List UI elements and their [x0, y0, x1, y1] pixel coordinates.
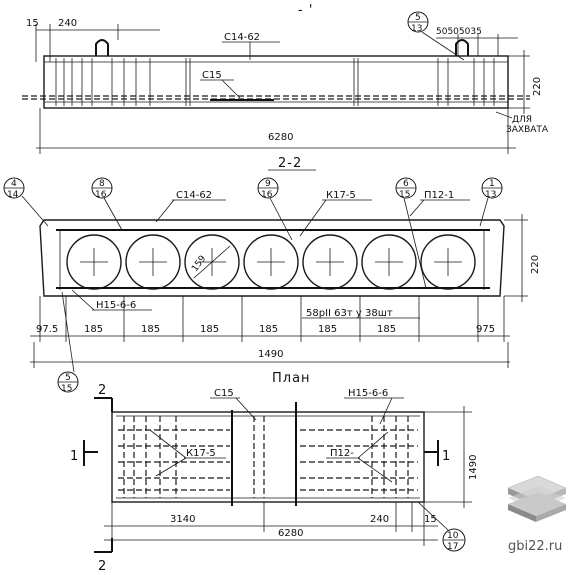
- svg-text:16: 16: [95, 190, 107, 200]
- elevation-dim-240: 240: [58, 18, 77, 29]
- elevation-rebar-c14: С14-62: [224, 32, 260, 43]
- plan-dim-3140: 3140: [170, 514, 195, 525]
- svg-text:13: 13: [411, 24, 422, 34]
- svg-text:8: 8: [99, 179, 105, 189]
- section-view: 2-2: [3, 156, 541, 394]
- section-rebar-p12: П12-1: [424, 190, 454, 201]
- bubble-5-13: 5 13: [407, 11, 465, 61]
- elevation-dim-220: 220: [532, 77, 543, 96]
- spacing-7: 975: [476, 324, 495, 335]
- plan-rebar-k17: К17-5: [186, 448, 216, 459]
- bubble-1-13: 1 13: [479, 177, 503, 227]
- stack-logo-icon: [507, 475, 567, 522]
- elevation-rebar-c15: С15: [202, 70, 222, 81]
- bubble-5-15: 5 15: [57, 291, 79, 394]
- plan-dim-1490: 1490: [468, 455, 479, 480]
- svg-text:5: 5: [415, 13, 421, 23]
- lifting-loop-right: [455, 39, 469, 56]
- spacing-0: 97.5: [36, 324, 58, 335]
- plan-title: План: [272, 371, 311, 386]
- bubble-4-14: 4 14: [3, 177, 49, 227]
- bubble-8-16: 8 16: [91, 177, 123, 231]
- svg-text:10: 10: [447, 531, 459, 541]
- bubble-10-17: 10 17: [417, 501, 466, 552]
- svg-text:5: 5: [65, 373, 71, 383]
- plan-rebar-n15: Н15-6-6: [348, 388, 388, 399]
- plan-dim-240: 240: [370, 514, 389, 525]
- section-dim-220: 220: [530, 255, 541, 274]
- elevation-note-2: ЗАХВАТА: [506, 125, 549, 135]
- plan-slab-outline: [111, 411, 425, 503]
- svg-text:15: 15: [399, 190, 410, 200]
- section-rebar-c14: С14-62: [176, 190, 212, 201]
- spacing-6: 185: [377, 324, 396, 335]
- svg-text:13: 13: [485, 190, 496, 200]
- spacing-5: 185: [318, 324, 337, 335]
- elevation-view: - ' 15 240: [22, 3, 549, 154]
- watermark-text: gbi22.ru: [508, 539, 562, 554]
- section-hole-dia: 159: [190, 254, 208, 274]
- section-slab-outline: [39, 219, 505, 297]
- elevation-slab-outline: [43, 55, 509, 109]
- svg-text:4: 4: [11, 179, 17, 189]
- plan-rebar-p12: П12-: [330, 448, 354, 459]
- svg-text:1: 1: [489, 179, 495, 189]
- spacing-4: 185: [259, 324, 278, 335]
- svg-text:16: 16: [261, 190, 273, 200]
- elevation-dim-15: 15: [26, 18, 39, 29]
- watermark: gbi22.ru: [507, 475, 567, 554]
- bubble-9-16: 9 16: [257, 177, 293, 241]
- spacing-2: 185: [141, 324, 160, 335]
- plan-void-lines: [118, 429, 418, 491]
- plan-dim-15: 15: [424, 514, 437, 525]
- plan-rebar-c15: С15: [214, 388, 234, 399]
- elevation-dim-6280: 6280: [268, 132, 293, 143]
- spacing-1: 185: [84, 324, 103, 335]
- svg-text:6: 6: [403, 179, 409, 189]
- plan-frames: [123, 402, 409, 506]
- plan-dim-6280: 6280: [278, 528, 303, 539]
- svg-text:15: 15: [61, 384, 72, 394]
- section-rebar-n15: Н15-6-6: [96, 300, 136, 311]
- section-title: 2-2: [278, 156, 302, 171]
- svg-text:17: 17: [447, 542, 458, 552]
- section-dim-1490: 1490: [258, 349, 283, 360]
- svg-text:14: 14: [7, 190, 19, 200]
- spacing-3: 185: [200, 324, 219, 335]
- hollow-cores: [66, 234, 476, 290]
- elevation-note-1: ДЛЯ: [512, 115, 532, 125]
- cut-label-2-top: 2: [98, 383, 107, 398]
- section-rebar-k17: К17-5: [326, 190, 356, 201]
- plan-view: План 2 2 1 1: [70, 371, 479, 574]
- cut-label-1-right: 1: [442, 449, 451, 464]
- cut-label-2-bottom: 2: [98, 559, 107, 574]
- bubble-6-15: 6 15: [395, 177, 427, 289]
- svg-text:9: 9: [265, 179, 271, 189]
- elevation-title-mark: - ': [298, 3, 313, 18]
- section-note-bottom: 58рII 63т у 38шт: [306, 308, 393, 319]
- elevation-rebar-frames: [55, 58, 495, 106]
- cut-label-1-left: 1: [70, 449, 79, 464]
- lifting-loop-left: [95, 39, 109, 56]
- elevation-right-spacing: 50505035: [436, 27, 482, 37]
